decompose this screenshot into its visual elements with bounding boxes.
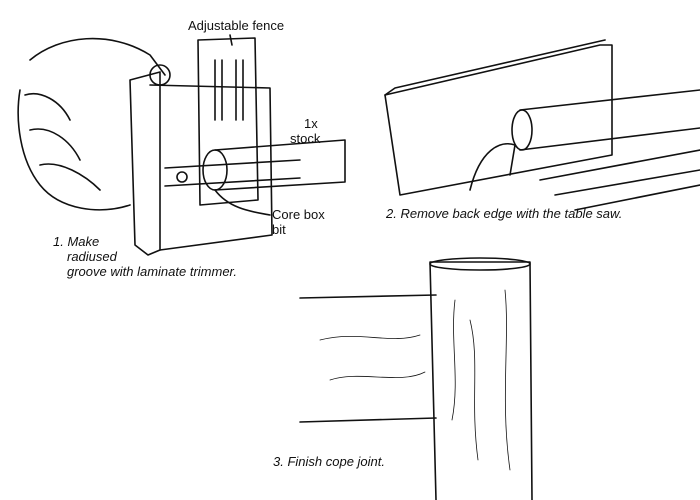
rail — [299, 294, 437, 423]
saw-blade — [469, 143, 516, 191]
stile — [429, 261, 533, 500]
base-rail — [164, 159, 301, 187]
wood-grain — [319, 289, 511, 471]
workpiece — [519, 89, 700, 151]
saw-fence-top — [384, 39, 606, 96]
figure-1-drawing — [17, 34, 346, 256]
label-core-box-line2: bit — [272, 222, 286, 237]
figure-2-drawing — [384, 39, 700, 211]
hand-outline — [17, 37, 166, 211]
leader-bit — [214, 189, 271, 216]
fence-slot-left — [214, 59, 223, 121]
stock-board — [214, 139, 346, 191]
figure-3-drawing — [299, 257, 533, 500]
rail-screw — [176, 171, 188, 183]
leader-fence — [229, 34, 233, 46]
table-slots — [539, 149, 700, 211]
fence-slot-right — [235, 59, 244, 121]
label-adjustable-fence: Adjustable fence — [188, 18, 285, 33]
core-box-bit — [202, 149, 228, 191]
label-stock-line1: 1x — [304, 116, 318, 131]
caption-1-line1: 1. Make — [53, 234, 100, 249]
caption-1-line2: radiused — [67, 249, 117, 264]
label-stock-line2: stock — [290, 131, 321, 146]
fence-plate — [197, 37, 259, 206]
stile-end-grain — [429, 257, 531, 271]
fence-knob — [149, 64, 171, 86]
caption-2: 2. Remove back edge with the table saw. — [386, 206, 623, 221]
caption-3: 3. Finish cope joint. — [273, 454, 386, 469]
workpiece-end — [511, 109, 533, 151]
label-core-box-line1: Core box — [272, 207, 325, 222]
trimmer-base — [129, 71, 161, 256]
caption-1-line3: groove with laminate trimmer. — [67, 264, 238, 279]
